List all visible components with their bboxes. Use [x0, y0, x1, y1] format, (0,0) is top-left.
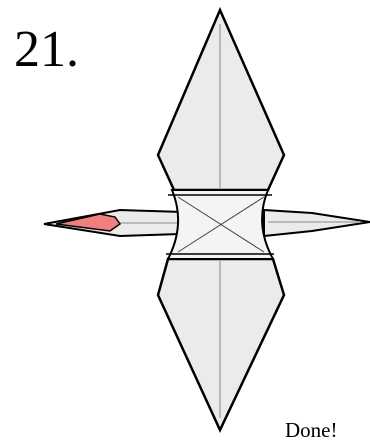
head-accent: [56, 214, 120, 231]
upper-wing: [158, 10, 284, 190]
tail: [264, 210, 370, 236]
lower-wing: [158, 259, 284, 430]
done-caption: Done!: [285, 420, 337, 441]
